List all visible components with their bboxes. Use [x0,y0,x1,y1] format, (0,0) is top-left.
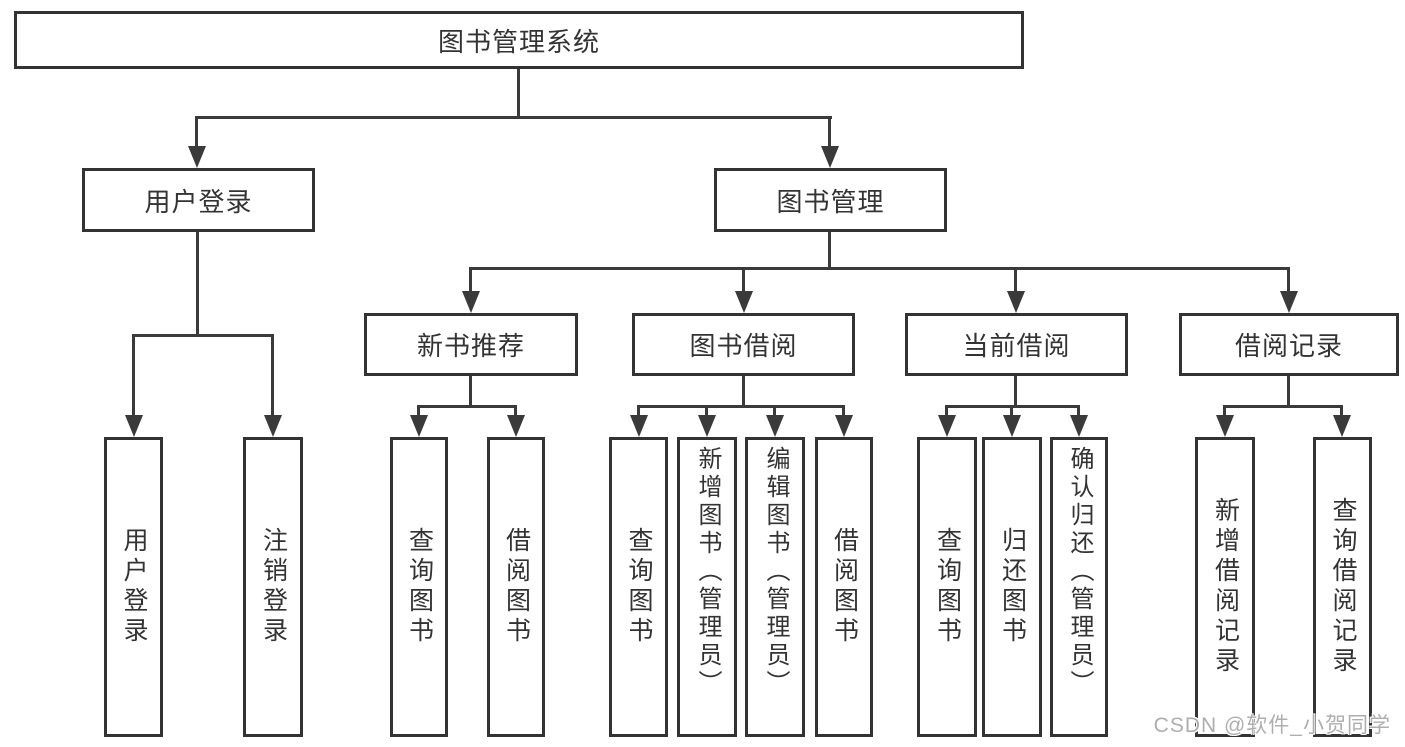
node-user-login: 用户登录 [82,168,315,232]
node-bb-edit-books-admin: 编辑图书（管理员） [745,437,805,737]
node-current-borrowing: 当前借阅 [905,313,1128,376]
csdn-watermark: CSDN @软件_小贺同学 [1153,714,1391,737]
node-label: 当前借阅 [962,331,1071,361]
connector-arrow [1007,291,1025,313]
node-cb-query-books: 查询图书 [917,437,977,737]
node-label: 查询图书 [625,527,653,647]
connector-line [469,267,472,293]
connector-line [705,405,708,419]
node-label: 借阅记录 [1234,331,1343,361]
connector-line [1014,376,1017,408]
connector-line [196,232,199,337]
node-library-system: 图书管理系统 [14,11,1024,69]
connector-line [196,116,832,119]
connector-line [1010,405,1013,419]
node-cb-confirm-return-admin: 确认归还（管理员） [1050,437,1108,737]
node-borrowing-records: 借阅记录 [1179,313,1399,376]
connector-arrow [125,415,143,437]
connector-line [469,267,1290,270]
connector-line [1077,405,1080,419]
node-label: 查询借阅记录 [1329,497,1357,677]
connector-arrow [1003,415,1021,437]
connector-line [417,405,517,408]
connector-line [417,405,420,419]
node-label: 查询图书 [405,527,434,647]
connector-arrow [938,415,956,437]
connector-arrow [507,415,525,437]
connector-line [1287,267,1290,293]
node-new-book-recommend: 新书推荐 [364,313,578,376]
connector-line [1287,376,1290,408]
node-label: 用户登录 [144,186,253,217]
connector-arrow [698,415,716,437]
connector-line [828,232,831,270]
connector-arrow [821,146,839,168]
node-book-borrowing: 图书借阅 [632,313,855,376]
node-label: 新增借阅记录 [1211,497,1240,677]
connector-line [773,405,776,419]
connector-arrow [835,415,853,437]
connector-line [514,405,517,419]
connector-line [742,267,745,293]
node-nb-borrow-books: 借阅图书 [487,437,545,737]
node-br-query-record: 查询借阅记录 [1313,437,1372,737]
connector-line [742,376,745,408]
connector-line [637,405,845,408]
connector-arrow [462,291,480,313]
node-label: 图书借阅 [689,331,798,361]
connector-line [842,405,845,419]
connector-arrow [410,415,428,437]
connector-line [1223,405,1226,419]
node-label: 用户登录 [120,527,148,647]
node-book-management: 图书管理 [714,168,947,232]
node-nb-query-books: 查询图书 [390,437,448,737]
connector-arrow [630,415,648,437]
connector-arrow [188,146,206,168]
connector-line [637,405,640,419]
node-cb-return-books: 归还图书 [982,437,1042,737]
connector-line [1014,267,1017,293]
node-bb-query-books: 查询图书 [609,437,668,737]
node-label: 新增图书（管理员） [694,446,721,698]
connector-arrow [1280,291,1298,313]
connector-line [195,116,198,148]
connector-line [271,334,274,418]
node-label: 借阅图书 [830,527,859,647]
node-label: 归还图书 [998,527,1027,647]
connector-line [517,69,520,117]
connector-arrow [1216,415,1234,437]
connector-arrow [1333,415,1351,437]
node-label: 注销登录 [259,527,288,647]
node-br-add-record: 新增借阅记录 [1195,437,1255,737]
connector-arrow [766,415,784,437]
node-bb-add-books-admin: 新增图书（管理员） [677,437,737,737]
connector-arrow [264,415,282,437]
node-logout: 注销登录 [243,437,303,737]
connector-line [132,334,274,337]
node-label: 查询图书 [933,527,962,647]
node-bb-borrow-books: 借阅图书 [815,437,873,737]
connector-line [945,405,948,419]
node-label: 编辑图书（管理员） [762,446,789,698]
connector-line [132,334,135,418]
node-label: 新书推荐 [416,331,525,361]
node-label: 图书管理系统 [437,26,600,57]
connector-line [1223,405,1343,408]
connector-line [1340,405,1343,419]
connector-line [469,376,472,408]
node-label: 确认归还（管理员） [1066,446,1093,698]
node-label: 借阅图书 [502,527,531,647]
node-label: 图书管理 [776,186,885,217]
connector-line [828,116,831,148]
connector-arrow [735,291,753,313]
connector-arrow [1070,415,1088,437]
node-user-login-leaf: 用户登录 [104,437,163,737]
